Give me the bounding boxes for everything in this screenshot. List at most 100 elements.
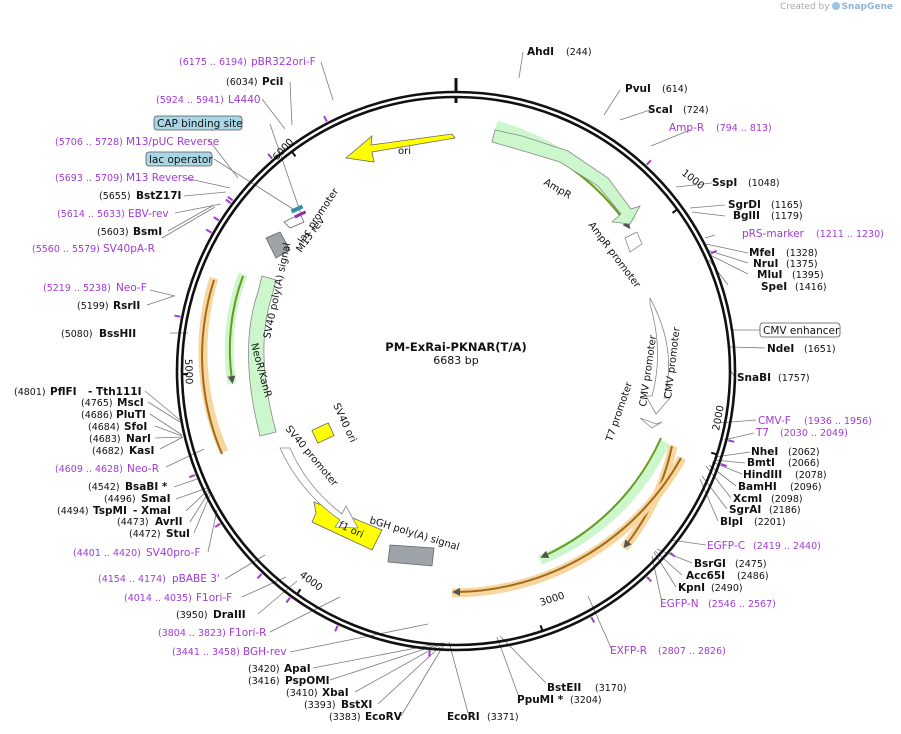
sv40-polya-feature[interactable] (265, 231, 291, 259)
primer-site-mark[interactable] (646, 159, 652, 166)
cmv-promoter-arrow[interactable] (645, 297, 671, 415)
enzyme-name[interactable]: NheI (751, 446, 778, 458)
primer-site-mark[interactable] (710, 249, 718, 255)
primer-name[interactable]: EXFP-R (610, 645, 647, 657)
primer-name[interactable]: T7 (755, 427, 769, 439)
feature-tracks[interactable] (198, 120, 686, 598)
enzyme-name[interactable]: PvuI (625, 83, 651, 95)
enzyme-name[interactable]: NarI (126, 433, 151, 445)
primer-site-mark[interactable] (334, 625, 339, 632)
enzyme-name[interactable]: ScaI (648, 104, 673, 116)
primer-labels[interactable]: Amp-R(794 .. 813) pRS-marker(1211 .. 123… (32, 56, 884, 658)
enzyme-name[interactable]: NruI (753, 258, 778, 270)
sv40-promoter-arrow[interactable] (279, 447, 359, 529)
enzyme-name[interactable]: BsrGI (694, 558, 726, 570)
lac-promoter-feature[interactable] (283, 213, 305, 229)
primer-site-mark[interactable] (213, 216, 220, 222)
enzyme-name[interactable]: BssHII (99, 328, 136, 340)
primer-site-mark[interactable] (174, 314, 181, 318)
enzyme-name[interactable]: PciI (262, 76, 283, 88)
m13-mark[interactable] (294, 210, 307, 219)
primer-name[interactable]: M13 Reverse (126, 172, 194, 184)
enzyme-name[interactable]: EcoRV (365, 711, 403, 723)
enzyme-name[interactable]: ApaI (284, 663, 311, 675)
enzyme-name[interactable]: NdeI (767, 343, 794, 355)
primer-name[interactable]: SV40pro-F (146, 547, 200, 559)
enzyme-name[interactable]: KpnI (678, 582, 705, 594)
pka-arrow-outer[interactable] (452, 457, 682, 596)
primer-site-mark[interactable] (428, 650, 431, 657)
bgh-polya-feature[interactable] (387, 544, 435, 567)
enzyme-name[interactable]: Acc65I (686, 570, 725, 582)
primer-site-mark[interactable] (323, 115, 328, 122)
enzyme-name[interactable]: MfeI (749, 247, 775, 259)
t7-promoter-arrow[interactable] (639, 417, 663, 429)
enzyme-name[interactable]: SgrDI (728, 199, 761, 211)
primer-site-mark[interactable] (728, 439, 735, 443)
primer-site-mark[interactable] (646, 576, 652, 583)
enzyme-name[interactable]: TspMI (93, 505, 127, 517)
primer-site-mark[interactable] (669, 552, 676, 558)
enzyme-name[interactable]: BglII (733, 210, 760, 222)
enzyme-name[interactable]: PspOMI (285, 675, 330, 687)
primer-name[interactable]: pBABE 3' (172, 573, 220, 585)
exrai-band[interactable] (538, 439, 670, 565)
primer-name[interactable]: F1ori-R (229, 627, 266, 639)
enzyme-name[interactable]: - XmaI (133, 505, 171, 517)
primer-name[interactable]: EGFP-C (707, 540, 745, 552)
enzyme-name[interactable]: BstZ17I (136, 190, 181, 202)
primer-site-mark[interactable] (256, 573, 263, 579)
primer-name[interactable]: EBV-rev (128, 208, 169, 220)
primer-name[interactable]: Amp-R (669, 122, 704, 134)
enzyme-name[interactable]: AvrII (155, 516, 183, 528)
primer-site-mark[interactable] (720, 463, 728, 468)
enzyme-name[interactable]: MscI (117, 397, 144, 409)
primer-name[interactable]: M13/pUC Reverse (126, 136, 219, 148)
primer-site-mark[interactable] (285, 597, 291, 604)
enzyme-name[interactable]: XcmI (733, 493, 762, 505)
enzyme-name[interactable]: BstXI (341, 699, 372, 711)
primer-name[interactable]: CMV-F (758, 415, 791, 427)
enzyme-name[interactable]: EcoRI (447, 711, 480, 723)
primer-name[interactable]: Neo-F (116, 282, 147, 294)
neo-arrow-line[interactable] (227, 275, 244, 384)
neokan-feature-arrow[interactable] (248, 275, 277, 437)
enzyme-name[interactable]: BstEII (547, 682, 581, 694)
enzyme-labels[interactable]: AhdI(244) PvuI(614) ScaI(724) SspI(1048)… (14, 46, 836, 723)
ampr-promoter-arrow[interactable] (624, 231, 643, 253)
primer-site-mark[interactable] (267, 153, 273, 160)
primer-site-mark[interactable] (189, 474, 196, 479)
enzyme-name[interactable]: SpeI (761, 281, 787, 293)
primer-site-mark[interactable] (205, 228, 212, 234)
primer-name[interactable]: L4440 (228, 94, 261, 106)
enzyme-name[interactable]: SmaI (141, 493, 171, 505)
enzyme-name[interactable]: PluTI (116, 409, 146, 421)
primer-site-mark[interactable] (590, 616, 596, 623)
enzyme-name[interactable]: PflFI (50, 386, 77, 398)
primer-name[interactable]: pBR322ori-F (251, 56, 316, 68)
ori-feature-arrow[interactable] (345, 133, 456, 163)
enzyme-name[interactable]: XbaI (322, 687, 349, 699)
enzyme-name[interactable]: MluI (757, 269, 782, 281)
enzyme-name[interactable]: BmtI (747, 457, 775, 469)
left-orange-band[interactable] (198, 276, 229, 454)
enzyme-name[interactable]: BamHI (738, 481, 777, 493)
primer-site-mark[interactable] (225, 198, 232, 204)
left-orange-line[interactable] (201, 279, 223, 455)
enzyme-name[interactable]: RsrII (113, 300, 140, 312)
enzyme-name[interactable]: BsmI (133, 226, 162, 238)
enzyme-name[interactable]: SfoI (124, 421, 147, 433)
enzyme-name[interactable]: PpuMI * (517, 694, 564, 706)
primer-name[interactable]: EGFP-N (660, 598, 699, 610)
primer-name[interactable]: pRS-marker (742, 228, 805, 240)
enzyme-name[interactable]: SgrAI (729, 504, 761, 516)
enzyme-name[interactable]: AhdI (527, 46, 554, 58)
exrai-arrow-line[interactable] (540, 437, 662, 558)
enzyme-name[interactable]: BsaBI * (125, 481, 168, 493)
cap-site-mark[interactable] (290, 204, 304, 214)
primer-name[interactable]: BGH-rev (243, 646, 287, 658)
enzyme-name[interactable]: DraIII (213, 609, 246, 621)
primer-name[interactable]: F1ori-F (196, 592, 232, 604)
enzyme-name[interactable]: KasI (129, 445, 154, 457)
